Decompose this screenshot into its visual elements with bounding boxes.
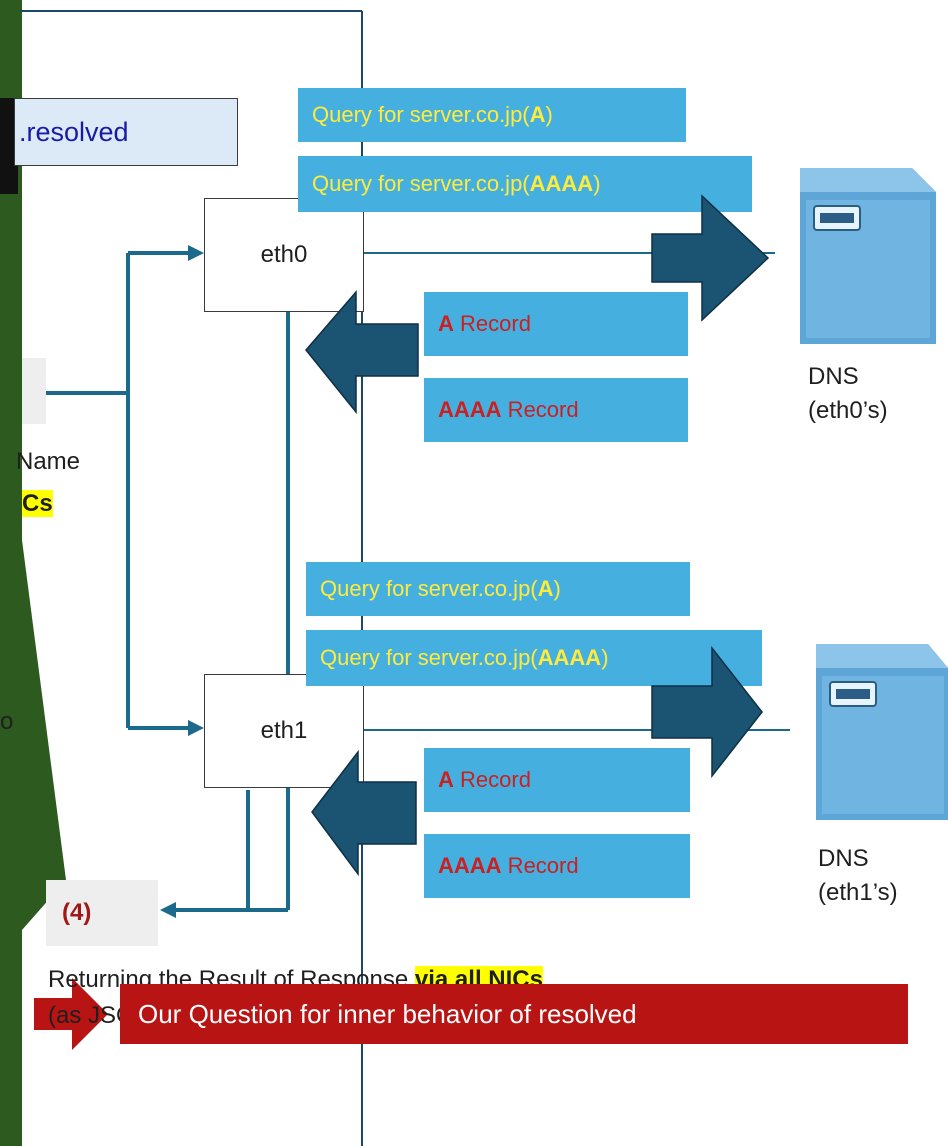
name-fragment: Name [16, 448, 81, 475]
eth1-query-a-suffix: ) [553, 576, 561, 601]
nics-fragment: Cs [22, 490, 53, 518]
eth1-query-aaaa-suffix: ) [601, 645, 609, 670]
resolved-box: .resolved [14, 98, 238, 166]
step4-box: (4) [46, 880, 158, 946]
question-banner: Our Question for inner behavior of resol… [120, 984, 908, 1044]
eth1-nic: eth1 [204, 674, 364, 788]
dns-eth0-owner: (eth0’s) [808, 397, 888, 424]
eth1-query-a-type: A [537, 576, 554, 601]
eth1-record-aaaa: AAAA Record [424, 834, 690, 898]
eth0-record-aaaa-label: Record [501, 397, 579, 422]
eth0-nic-label: eth0 [260, 241, 308, 268]
eth0-query-arrow [651, 194, 770, 322]
eth0-query-a-prefix: Query for server.co.jp( [312, 102, 530, 127]
eth1-query-a-prefix: Query for server.co.jp( [320, 576, 538, 601]
eth1-nic-label: eth1 [260, 717, 308, 744]
eth0-query-aaaa: Query for server.co.jp(AAAA) [298, 156, 752, 212]
resolved-box-label: .resolved [19, 116, 129, 147]
eth0-response-arrow [305, 289, 419, 415]
eth0-query-a-type: A [529, 102, 546, 127]
dns-eth1-owner: (eth1’s) [818, 879, 898, 906]
eth0-nic: eth0 [204, 198, 364, 312]
question-arrow-icon [34, 978, 108, 1050]
black-tab [0, 98, 18, 194]
eth0-query-a: Query for server.co.jp(A) [298, 88, 686, 142]
eth1-record-a-type: A [438, 767, 454, 792]
eth0-record-aaaa-type: AAAA [438, 397, 502, 422]
eth0-query-aaaa-prefix: Query for server.co.jp( [312, 171, 530, 196]
step4-label: (4) [62, 899, 92, 926]
dns-eth1-label: DNS (eth1’s) [818, 842, 898, 910]
eth1-record-aaaa-label: Record [501, 853, 579, 878]
dns-eth1-server-icon [816, 644, 948, 820]
dns-eth0-label: DNS (eth0’s) [808, 360, 888, 428]
eth0-query-aaaa-suffix: ) [593, 171, 601, 196]
eth1-query-aaaa-type: AAAA [537, 645, 602, 670]
dns-eth0-name: DNS [808, 363, 859, 390]
eth0-record-a-type: A [438, 311, 454, 336]
eth0-record-a: A Record [424, 292, 688, 356]
eth1-record-a: A Record [424, 748, 690, 812]
eth0-query-aaaa-type: AAAA [529, 171, 594, 196]
eth1-query-aaaa-prefix: Query for server.co.jp( [320, 645, 538, 670]
question-banner-label: Our Question for inner behavior of resol… [138, 998, 637, 1029]
eth0-record-aaaa: AAAA Record [424, 378, 688, 442]
eth1-query-a: Query for server.co.jp(A) [306, 562, 690, 616]
eth1-query-arrow [651, 645, 763, 779]
eth1-query-aaaa: Query for server.co.jp(AAAA) [306, 630, 762, 686]
eth1-record-aaaa-type: AAAA [438, 853, 502, 878]
eth1-response-arrow [311, 749, 417, 877]
dns-eth0-server-icon [800, 168, 936, 344]
dns-eth1-name: DNS [818, 845, 869, 872]
eth0-query-a-suffix: ) [545, 102, 553, 127]
o-fragment: o [0, 708, 14, 735]
eth0-record-a-label: Record [453, 311, 531, 336]
nics-fragment-highlight: Cs [22, 490, 53, 517]
eth1-record-a-label: Record [453, 767, 531, 792]
green-panel [0, 0, 66, 1146]
